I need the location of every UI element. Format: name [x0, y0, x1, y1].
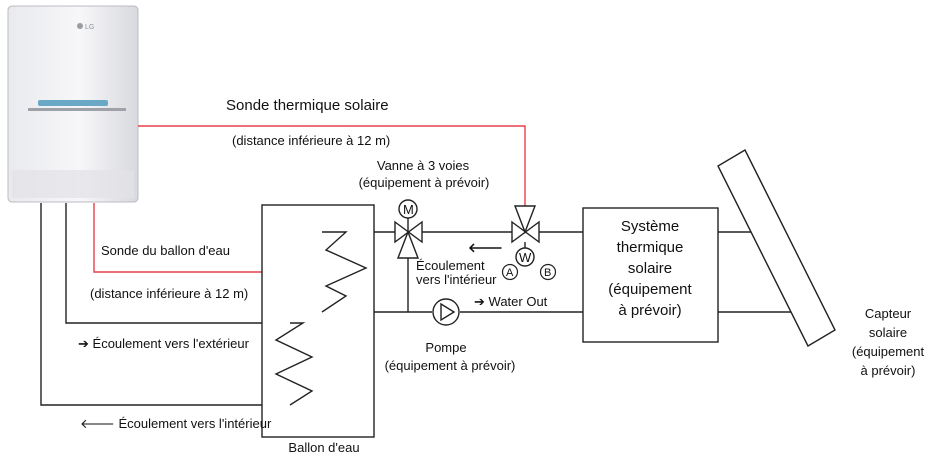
collector-label: Capteur solaire (équipement à prévoir) — [852, 304, 924, 380]
three-way-valve-supply: (équipement à prévoir) — [359, 175, 490, 191]
flow-to-indoor-valve-2: vers l'intérieur — [416, 272, 497, 288]
tank-label: Ballon d'eau — [288, 440, 359, 456]
unit-panel-line — [28, 108, 126, 111]
arrow-left-icon: 🡐 — [468, 240, 503, 256]
water-out-label: Water Out — [489, 294, 548, 309]
solar-system-line: thermique — [608, 237, 691, 258]
unit-display-strip — [38, 100, 108, 106]
solar-system-line: Système — [608, 216, 691, 237]
flow-to-outdoor-label: Écoulement vers l'extérieur — [93, 336, 249, 351]
tank-body — [262, 205, 374, 437]
flow-to-outdoor: ➔ Écoulement vers l'extérieur — [78, 336, 249, 352]
flow-to-indoor: 🡐 Écoulement vers l'intérieur — [80, 416, 271, 432]
pipe-flow-to-indoor — [41, 203, 290, 405]
tank-sensor-wire — [94, 203, 278, 272]
solar-system-line: (équipement — [608, 279, 691, 300]
tank-sensor-distance: (distance inférieure à 12 m) — [90, 286, 248, 302]
port-b-label: B — [544, 267, 551, 279]
solar-system-line: à prévoir) — [608, 300, 691, 321]
valve-motor-label: M — [403, 202, 414, 217]
lg-logo-text: LG — [85, 24, 94, 31]
solar-collector — [718, 150, 835, 346]
water-tank — [262, 205, 374, 437]
collector-line: Capteur — [852, 304, 924, 323]
solar-sensor-distance: (distance inférieure à 12 m) — [232, 133, 390, 149]
collector-line: à prévoir) — [852, 361, 924, 380]
port-a-label: A — [506, 267, 514, 279]
solar-system-line: solaire — [608, 258, 691, 279]
water-out: ➔ Water Out — [474, 294, 547, 310]
indoor-unit: LG — [8, 6, 138, 202]
pipe-flow-to-outdoor — [66, 203, 290, 323]
solar-system-label: Système thermique solaire (équipement à … — [608, 216, 691, 321]
three-way-valve-label: Vanne à 3 voies — [377, 158, 469, 174]
pump-label: Pompe — [425, 340, 466, 356]
solar-sensor-label: Sonde thermique solaire — [226, 98, 389, 114]
lg-logo-icon — [77, 23, 83, 29]
arrow-left-icon: 🡐 — [80, 416, 115, 431]
arrow-right-icon: ➔ — [78, 336, 89, 351]
valve-w-label: W — [519, 250, 532, 265]
collector-line: (équipement — [852, 342, 924, 361]
arrow-right-icon: ➔ — [474, 294, 485, 309]
flow-to-indoor-label: Écoulement vers l'intérieur — [119, 416, 272, 431]
collector-line: solaire — [852, 323, 924, 342]
tank-sensor-label: Sonde du ballon d'eau — [101, 243, 230, 259]
pump-supply: (équipement à prévoir) — [385, 358, 516, 374]
pump — [433, 299, 459, 325]
